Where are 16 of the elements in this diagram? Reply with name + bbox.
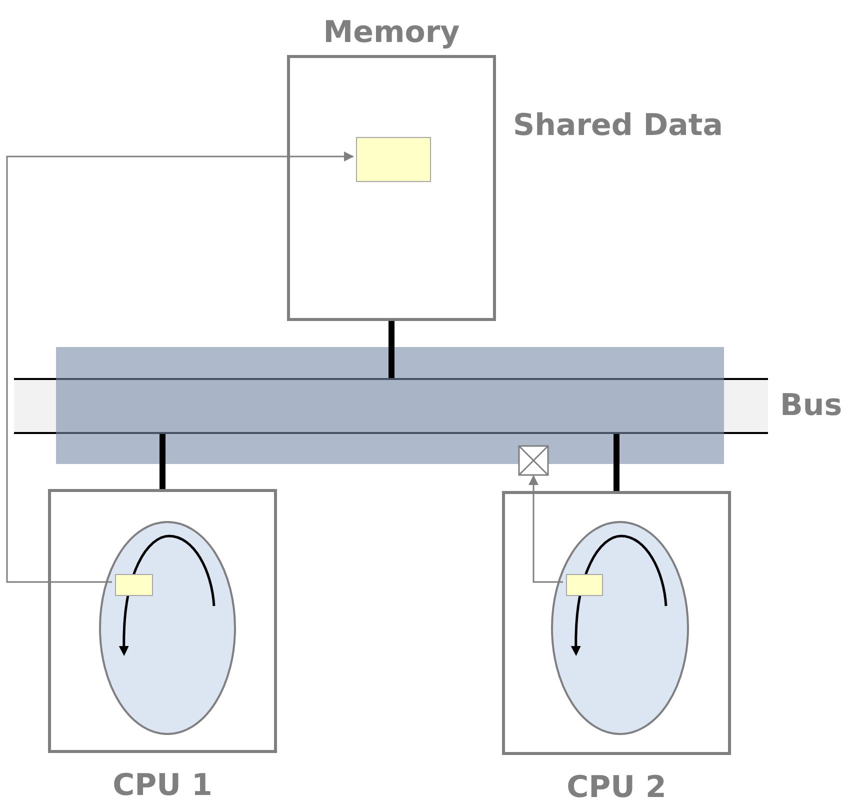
data-block <box>566 574 603 596</box>
bus-connection <box>614 434 620 491</box>
data-block <box>115 574 153 596</box>
box-title: CPU 1 <box>112 768 212 803</box>
bus-label: Bus <box>780 388 842 423</box>
crossed-box <box>518 445 549 476</box>
arrow <box>6 152 354 583</box>
process-ellipse <box>551 521 689 735</box>
bus-connection <box>388 321 394 378</box>
bus-connection <box>160 434 166 489</box>
part-label: Shared Data <box>513 108 723 143</box>
box-title: Memory <box>323 15 460 50</box>
data-block <box>356 137 431 182</box>
process-ellipse <box>99 521 236 735</box>
arrow <box>528 475 563 583</box>
box-title: CPU 2 <box>566 770 666 805</box>
